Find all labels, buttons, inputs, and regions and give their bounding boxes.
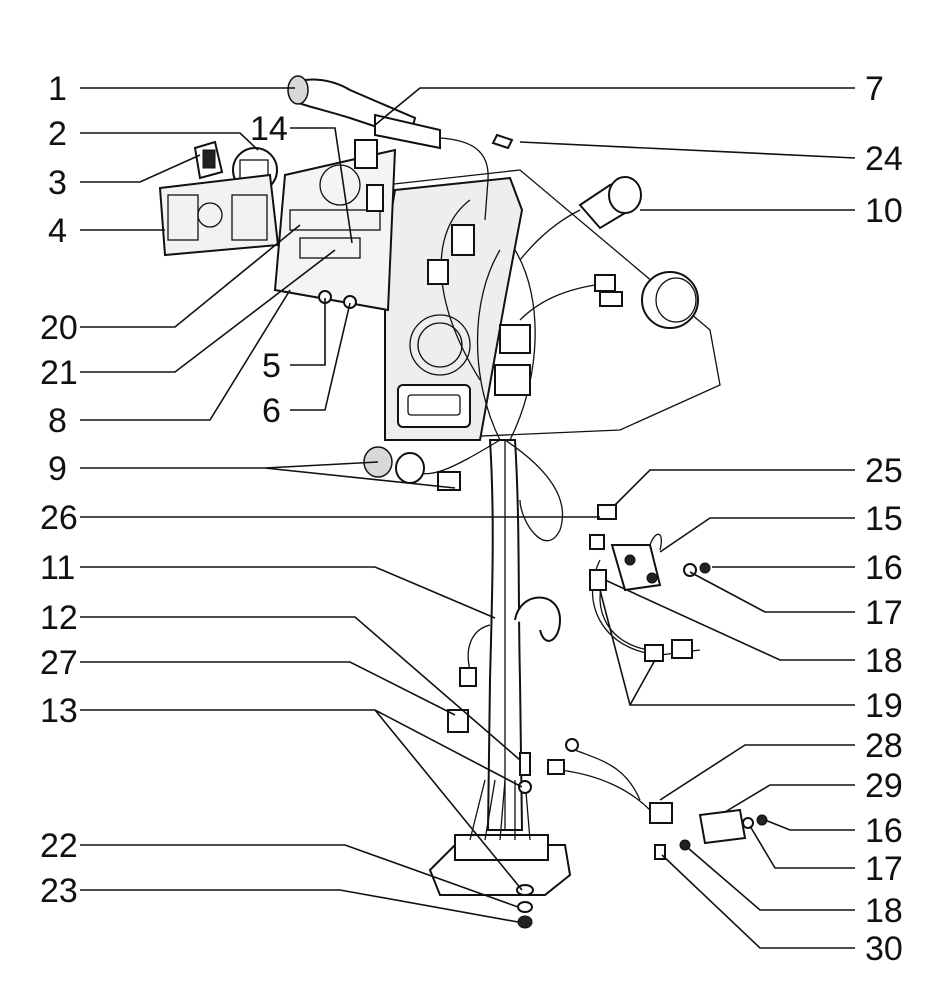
callout-17-upper: 17 [865, 594, 903, 632]
callout-18-lower: 18 [865, 892, 903, 930]
callout-6: 6 [262, 392, 281, 430]
callout-11: 11 [40, 549, 75, 587]
bolt-30 [654, 839, 691, 860]
callout-7: 7 [865, 70, 884, 108]
leader-lines [80, 87, 856, 949]
dashboard-panel [384, 169, 721, 441]
callout-19: 19 [865, 687, 903, 725]
callout-16-lower: 16 [865, 812, 903, 850]
callout-10: 10 [865, 192, 903, 230]
bolt-12 [518, 752, 532, 794]
screws-5-6 [318, 290, 357, 309]
callout-2: 2 [48, 115, 67, 153]
callout-5: 5 [262, 347, 281, 385]
callout-24: 24 [865, 140, 903, 178]
connector-27 [447, 709, 469, 733]
callout-4: 4 [48, 212, 67, 250]
connector-11 [459, 624, 491, 687]
harness-connectors [427, 224, 531, 396]
callout-13: 13 [40, 692, 78, 730]
callout-18-upper: 18 [865, 642, 903, 680]
callout-21: 21 [40, 354, 78, 392]
callout-12: 12 [40, 599, 78, 637]
ignition-switch-10 [519, 176, 642, 261]
callout-28: 28 [865, 727, 903, 765]
nut-washer-16-17 [683, 562, 711, 577]
callout-23: 23 [40, 872, 78, 910]
screw-24 [491, 133, 514, 150]
callout-26: 26 [40, 499, 78, 537]
relay-assembly-15 [589, 504, 662, 592]
callout-1: 1 [48, 70, 67, 108]
callout-20: 20 [40, 309, 78, 347]
callout-15: 15 [865, 500, 903, 538]
warning-light-panel-4 [158, 173, 280, 257]
steering-column-switch [287, 75, 489, 221]
callout-17-lower: 17 [865, 850, 903, 888]
relay-harness-28 [547, 738, 673, 824]
callout-16-upper: 16 [865, 549, 903, 587]
callout-8: 8 [48, 402, 67, 440]
relay-29 [698, 808, 768, 845]
plug-9 [363, 446, 461, 491]
washers-22-23 [516, 884, 534, 929]
callout-22: 22 [40, 827, 78, 865]
switch-3 [193, 140, 224, 180]
callout-9: 9 [48, 450, 67, 488]
callout-30: 30 [865, 930, 903, 968]
callout-labels: 1 2 3 4 14 20 5 21 6 8 9 26 11 12 27 13 … [40, 70, 903, 968]
instrument-panel [273, 139, 397, 312]
hour-meter-gauge [519, 271, 699, 329]
sub-harness-19 [589, 559, 701, 662]
callout-27: 27 [40, 644, 78, 682]
callout-3: 3 [48, 164, 67, 202]
main-harness-trunk [409, 199, 536, 831]
side-loop-harness [504, 439, 564, 642]
callout-25: 25 [865, 452, 903, 490]
callout-14: 14 [250, 110, 288, 148]
base-connector-block [428, 779, 572, 896]
callout-29: 29 [865, 767, 903, 805]
